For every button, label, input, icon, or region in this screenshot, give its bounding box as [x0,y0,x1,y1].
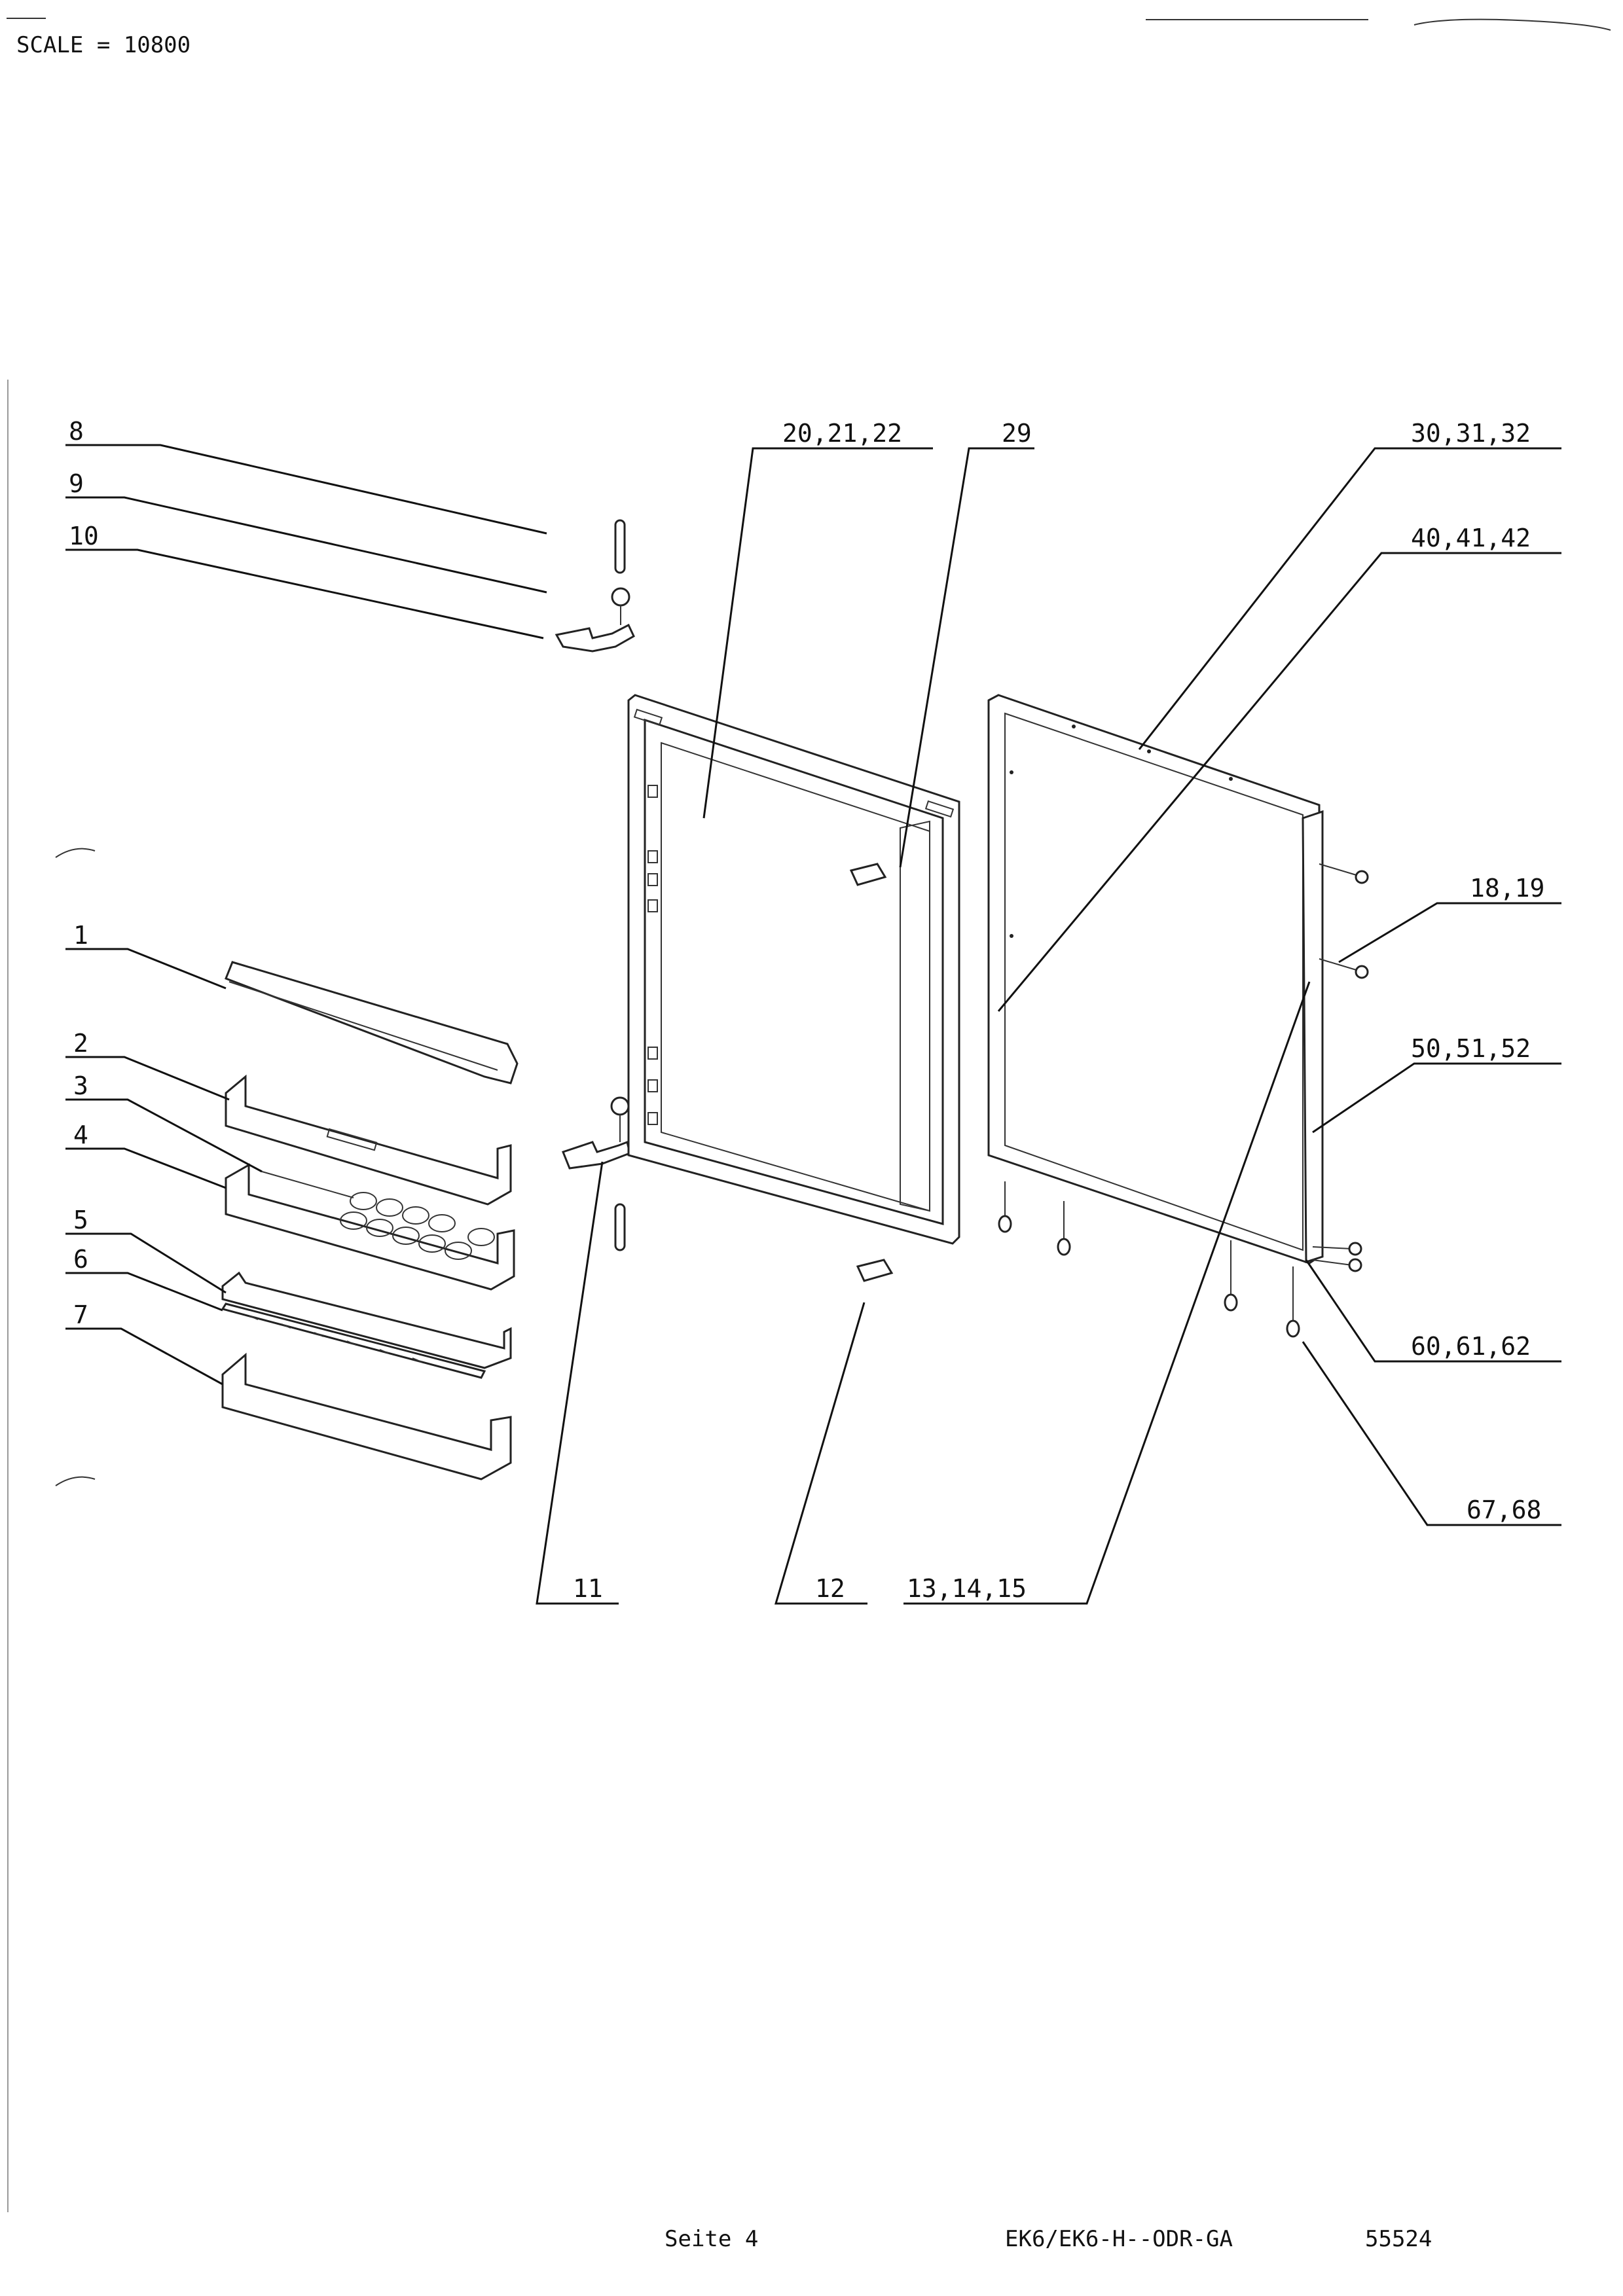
punch-mark [55,1476,96,1486]
part-clip-29 [849,863,887,886]
punch-mark [55,848,96,858]
footer: Seite 4 EK6/EK6-H--ODR-GA 55524 [665,2226,1432,2252]
callout-40-41-42: 40,41,42 [1411,524,1531,552]
part-separator-rail [221,1302,486,1379]
part-door-bin-upper [225,1074,512,1206]
part-hinge-pin-top [614,519,626,574]
callout-18-19: 18,19 [1470,874,1544,903]
callout-60-61-62: 60,61,62 [1411,1332,1531,1361]
part-shelf-cover [225,961,519,1085]
callout-67-68: 67,68 [1467,1496,1541,1524]
callout-10: 10 [69,522,99,550]
part-screws-side [1312,863,1369,1272]
callout-12: 12 [815,1574,845,1603]
callout-8: 8 [69,417,84,446]
part-screws-bottom [998,1181,1300,1338]
part-hinge-bracket-bottom [562,1096,631,1251]
callout-4: 4 [73,1121,88,1149]
callout-3: 3 [73,1071,88,1100]
part-door-bin-egg [225,1163,515,1291]
part-bottle-retainer [221,1271,512,1369]
callout-7: 7 [73,1300,88,1329]
callout-labels: 8 9 10 1 2 3 4 5 6 7 11 12 13,14,15 20,2… [69,417,1544,1603]
part-door-liner [627,694,960,1245]
part-door-bin-lower [221,1352,512,1480]
footer-model: EK6/EK6-H--ODR-GA [1005,2226,1233,2252]
callout-50-51-52: 50,51,52 [1411,1034,1531,1063]
callout-6: 6 [73,1245,88,1274]
callout-5: 5 [73,1206,88,1234]
part-egg-tray [261,1171,354,1198]
scale-label: SCALE = 10800 [16,32,191,58]
callout-1: 1 [73,921,88,950]
callout-30-31-32: 30,31,32 [1411,419,1531,448]
callout-11: 11 [573,1574,603,1603]
part-bushing-top [611,587,630,625]
part-clip-12 [856,1259,894,1282]
callout-29: 29 [1002,419,1032,448]
callout-13-14-15: 13,14,15 [907,1574,1027,1603]
leader-lines [65,444,1561,1605]
part-hinge-bracket-top [555,623,635,653]
footer-page: Seite 4 [665,2226,758,2252]
edge-mark [1413,18,1611,31]
callout-2: 2 [73,1029,88,1058]
part-outer-door-panel [987,694,1324,1265]
callout-20-21-22: 20,21,22 [782,419,902,448]
callout-9: 9 [69,469,84,498]
footer-code: 55524 [1365,2226,1432,2252]
